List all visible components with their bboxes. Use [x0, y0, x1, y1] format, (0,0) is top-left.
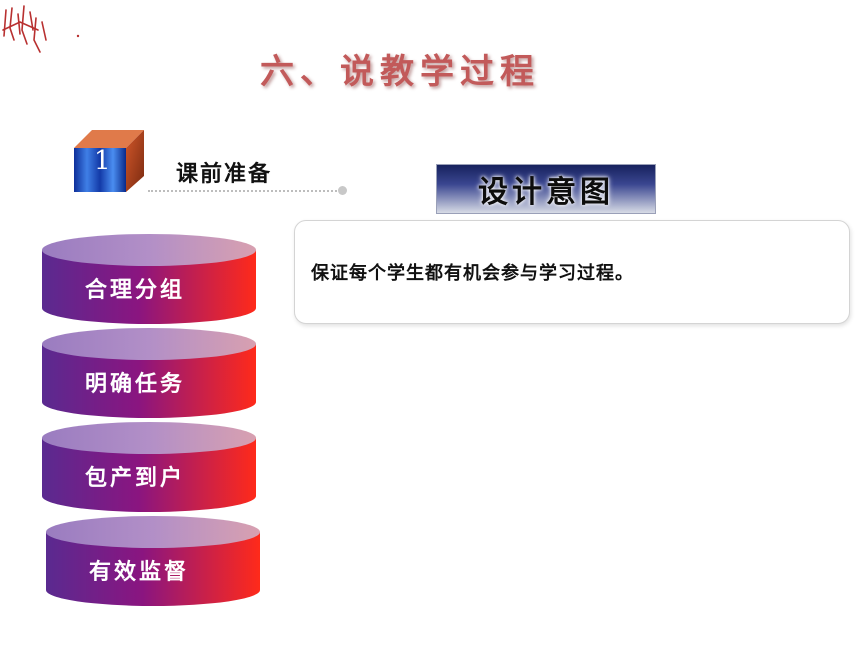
design-intent-header: 设计意图: [436, 164, 656, 214]
cylinder-step-4: 有效监督: [44, 514, 262, 610]
page-title: 六、说教学过程: [260, 52, 540, 92]
design-intent-box: 保证每个学生都有机会参与学习过程。: [294, 220, 850, 324]
cylinder-step-1: 合理分组: [40, 232, 258, 328]
cylinder-label: 有效监督: [88, 560, 189, 585]
cylinder-step-2: 明确任务: [40, 326, 258, 422]
section-label: 课前准备: [176, 162, 273, 187]
section-number: 1: [94, 146, 111, 176]
cylinder-step-3: 包产到户: [40, 420, 258, 516]
design-intent-text: 保证每个学生都有机会参与学习过程。: [311, 263, 634, 284]
corner-decoration: [2, 5, 80, 53]
cylinder-label: 合理分组: [84, 278, 185, 303]
section-underline-dot: [338, 186, 347, 195]
section-underline: [148, 190, 344, 192]
section-number-badge: 1: [70, 126, 152, 196]
cylinder-label: 包产到户: [84, 466, 185, 491]
cylinder-label: 明确任务: [84, 372, 185, 397]
